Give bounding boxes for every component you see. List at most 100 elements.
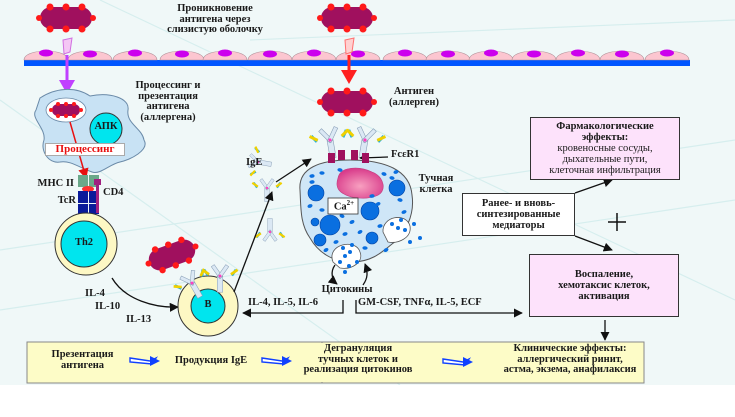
box-line: кровеносные сосуды, [557, 142, 653, 154]
granule-icon [377, 224, 383, 228]
ige-antibody-icon [254, 218, 286, 242]
granule-icon [349, 220, 355, 224]
b-to-ige-arrow [233, 191, 274, 293]
nucleus-icon [83, 50, 97, 58]
antigen-caption: Антиген (аллерген) [384, 86, 444, 108]
step-line: тучных клеток и [318, 353, 398, 365]
nucleus-icon [39, 49, 53, 57]
ige-label: IgE [246, 157, 263, 168]
granule-icon [319, 208, 325, 212]
epithelial-cell [291, 49, 337, 61]
epithelial-cell [644, 49, 690, 61]
cytokine-out-arrow [327, 264, 338, 285]
caption-line: Антиген [393, 86, 435, 97]
calcium-label: Ca2+ [330, 199, 358, 213]
epithelial-cell [112, 49, 158, 61]
epithelial-cell [159, 50, 205, 61]
mast-cell [299, 150, 422, 274]
epithelial-cell [599, 50, 645, 61]
b-label: B [204, 299, 212, 310]
granule-icon [323, 247, 329, 253]
granule-icon [375, 202, 381, 206]
epithelial-cells [23, 49, 690, 61]
box-line: медиаторы [492, 220, 545, 231]
caption-line: (аллергена) [140, 112, 196, 124]
ige-antibody-icon [173, 268, 206, 299]
granule-icon [339, 214, 345, 218]
mediators-to-pharma-arrow [574, 178, 613, 194]
mediators-box: Ранее- и вновь- синтезированные медиатор… [462, 193, 575, 236]
box-title-line: Фармакологические [556, 120, 654, 132]
pharmacological-effects-box: Фармакологические эффекты: кровеносные с… [530, 117, 680, 180]
step-line: Продукция IgE [174, 355, 248, 366]
penetration-arrow-left [59, 37, 75, 94]
epithelial-cell [468, 49, 514, 61]
penetration-arrow-right [341, 37, 357, 84]
cytokines-left-arrow [242, 300, 344, 318]
caption-line: презентация [138, 90, 198, 102]
mucosa-membrane [24, 60, 328, 66]
nucleus-icon [571, 49, 585, 57]
granule-icon [389, 176, 395, 180]
processing-label: Процессинг [45, 143, 125, 157]
granule-icon [307, 204, 313, 208]
nucleus-icon [128, 49, 142, 57]
granule-icon [333, 240, 339, 244]
step-line: Презентация [51, 349, 114, 360]
th2-cytokine-il4: IL-4 [85, 288, 105, 299]
granule-icon [309, 174, 315, 178]
mhc-label: MHC II [37, 178, 74, 189]
granule-icon [342, 232, 348, 236]
caption-line: Тучная [418, 173, 454, 184]
box-line: дыхательные пути, [562, 154, 648, 165]
nucleus-icon [484, 49, 498, 57]
nucleus-icon [398, 49, 412, 57]
mhc-tcr-complex [78, 175, 101, 214]
th2-to-b-arrow [111, 277, 179, 312]
th2-label: Th2 [74, 237, 94, 248]
epithelial-cell [23, 49, 69, 61]
apc-label: АПК [94, 121, 118, 132]
nucleus-icon [175, 50, 189, 58]
caption-line: антигена через [179, 13, 251, 25]
box-line: Ранее- и вновь- [481, 197, 556, 209]
epithelial-cell [67, 50, 113, 61]
antigen-icon [36, 3, 96, 33]
calcium-charge: 2+ [346, 199, 355, 207]
epithelial-cell [425, 50, 471, 61]
nucleus-icon [527, 50, 541, 58]
inflammation-box: Воспаление, хемотаксис клеток, активация [529, 254, 679, 317]
granule-icon [319, 171, 325, 175]
penetration-caption: Проникновение антигена через слизистую о… [150, 3, 280, 36]
nucleus-icon [441, 50, 455, 58]
cytokines-right-arrow [355, 300, 523, 318]
ige-antibody-icon [251, 178, 283, 202]
box-line: клеточная инфильтрация [549, 165, 661, 177]
ige-antibody-icon [308, 126, 350, 159]
epithelial-cell [247, 50, 293, 61]
nucleus-icon [615, 50, 629, 58]
cytokines-right-list: GM-CSF, TNFα, IL-5, ECF [358, 297, 482, 308]
granule-icon [357, 229, 363, 235]
tcr-label: TcR [57, 195, 76, 206]
flow-step-ige-production: Продукция IgE [163, 355, 259, 367]
caption-line: слизистую оболочку [167, 24, 263, 36]
box-line: хемотаксис клеток, [558, 279, 650, 291]
step-line: Клинические эффекты: [513, 343, 627, 354]
box-line: синтезированные [476, 208, 561, 220]
nucleus-icon [263, 50, 277, 58]
epithelial-cell [555, 49, 601, 61]
antigen-icon [317, 87, 377, 117]
step-line: антигена [60, 359, 105, 371]
granule-icon [383, 247, 389, 253]
ige-antibody-icon [247, 146, 272, 177]
granule-icon [337, 168, 343, 172]
granule-icon [362, 246, 368, 250]
caption-line: (аллерген) [389, 96, 439, 108]
epithelial-cell [511, 50, 557, 61]
granule-icon [309, 180, 315, 184]
step-line: аллергический ринит, [517, 353, 623, 365]
caption-line: Процессинг и [135, 80, 201, 91]
box-line: Воспаление, [574, 268, 634, 280]
epithelial-cell [382, 49, 428, 61]
